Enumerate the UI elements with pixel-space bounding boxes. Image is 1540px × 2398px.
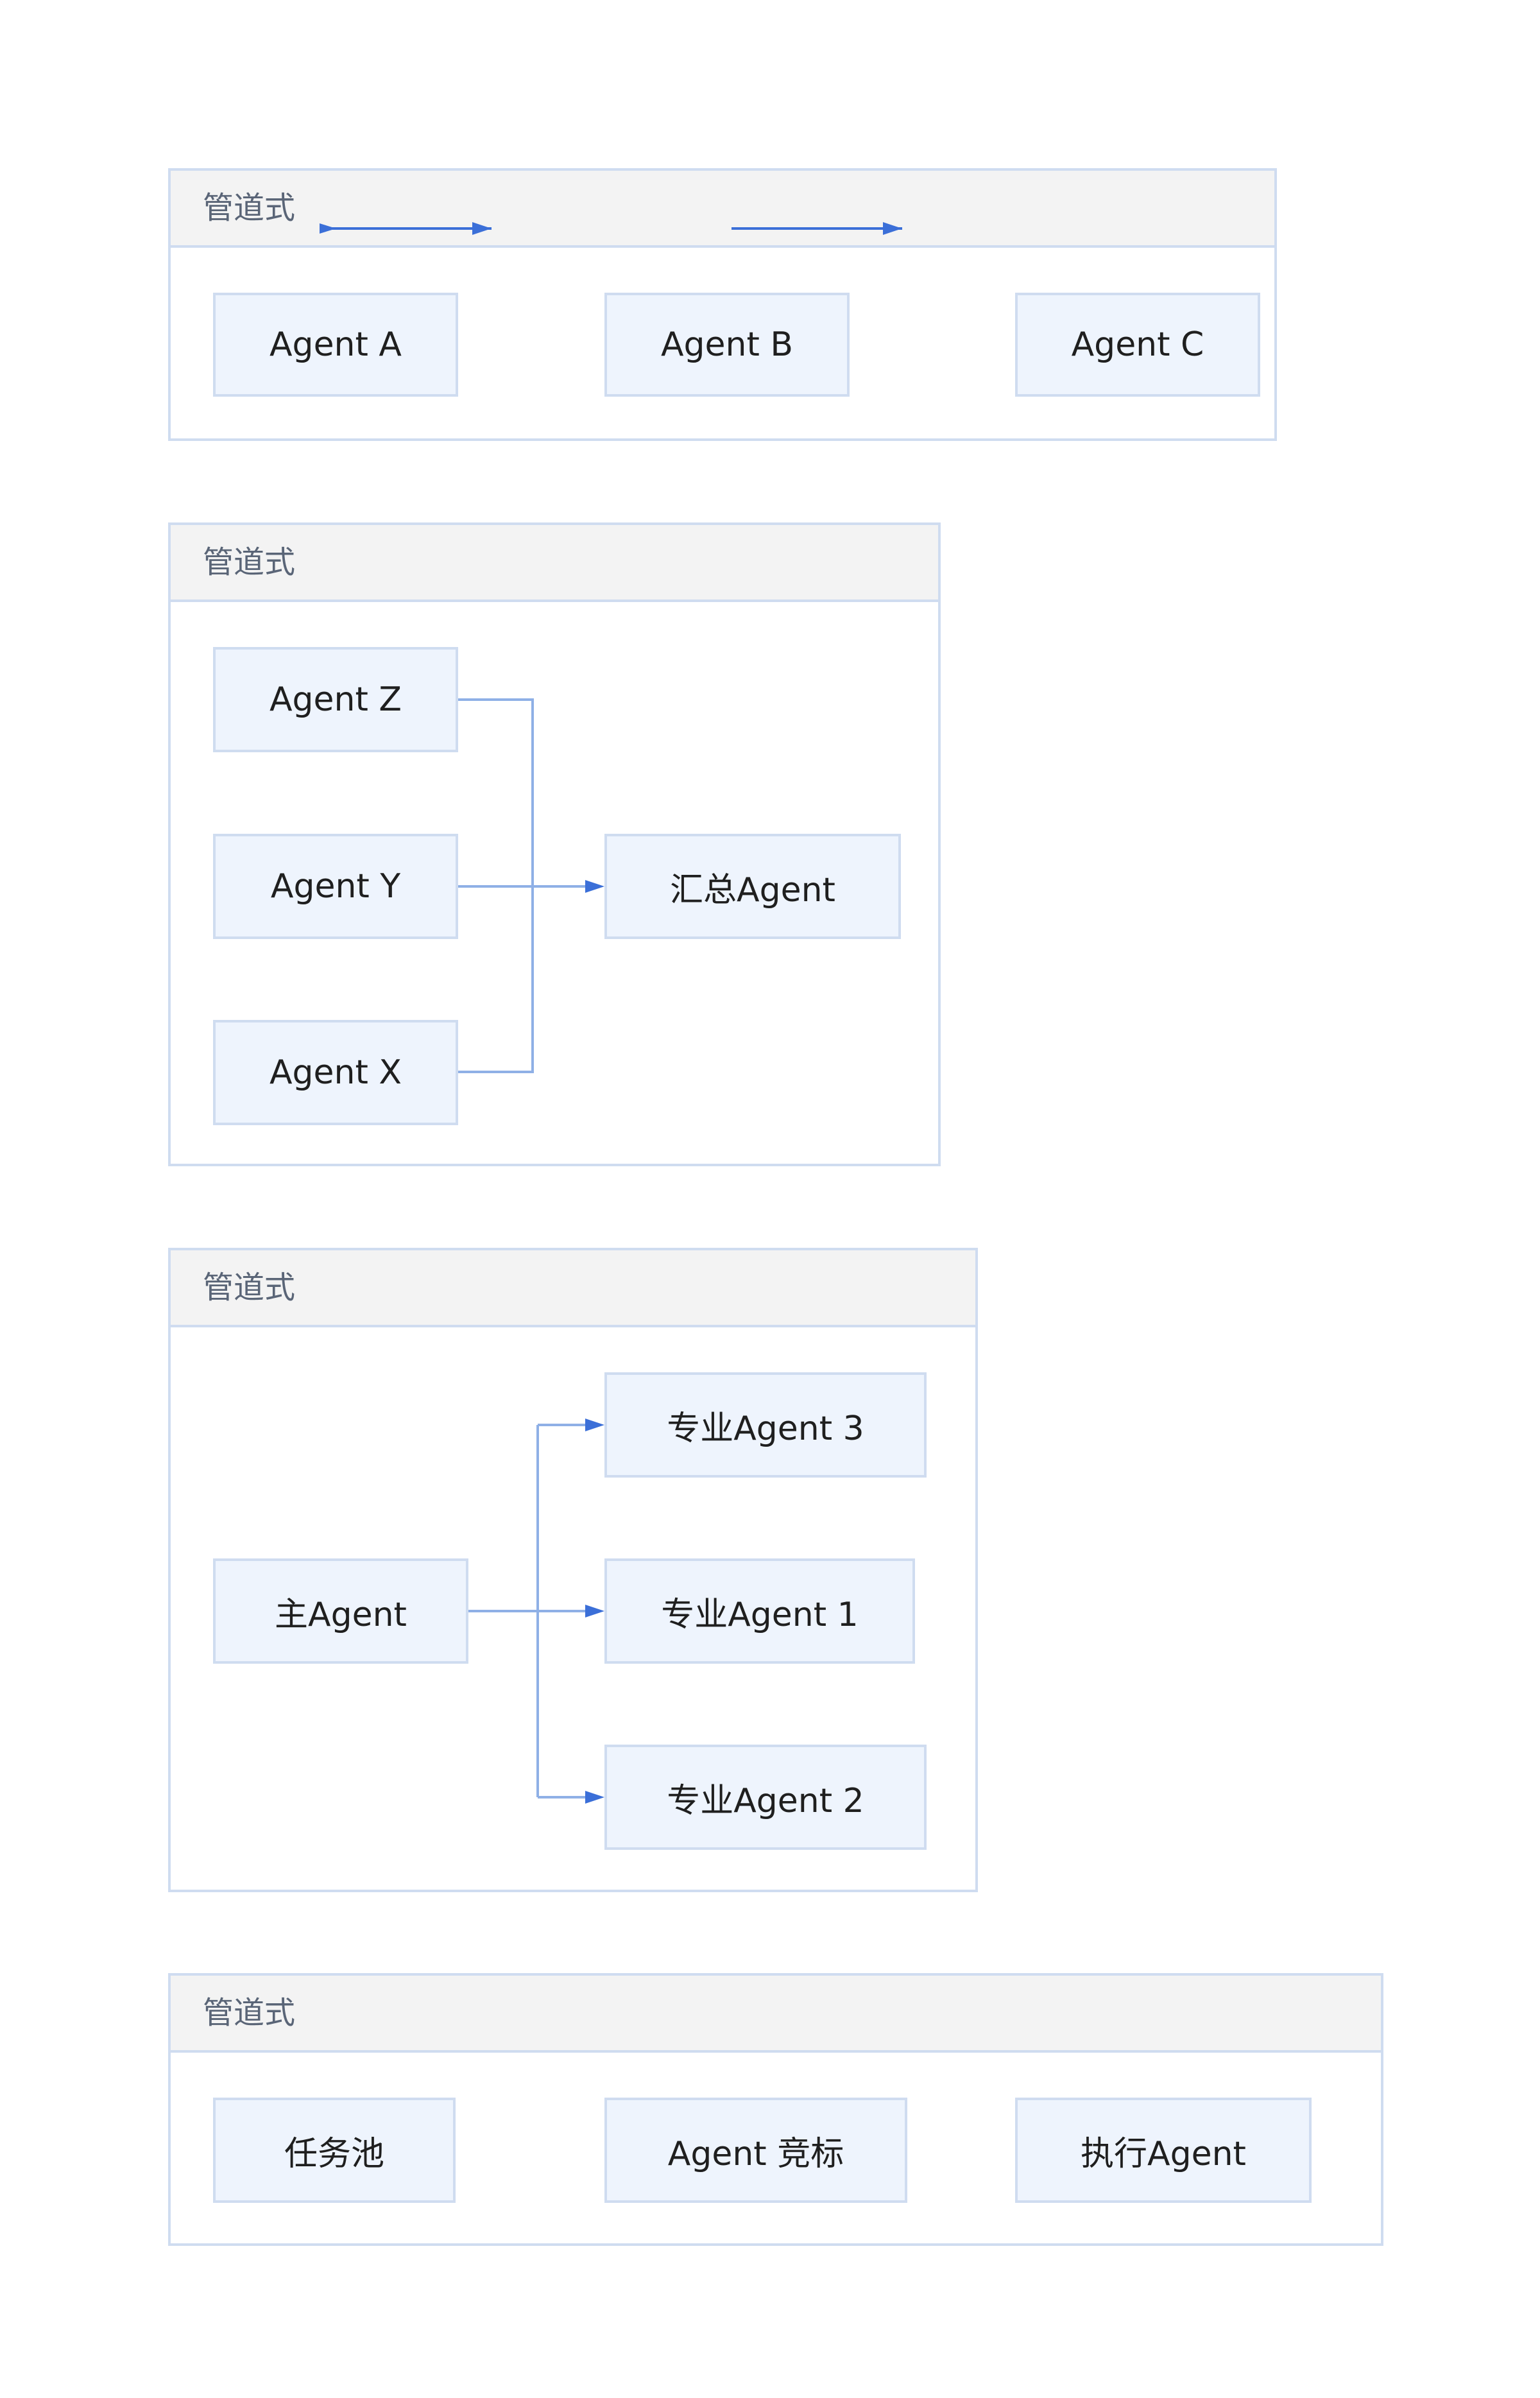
arrowhead <box>472 222 492 235</box>
node-agent-bidding[interactable]: Agent 竞标 <box>604 2098 907 2203</box>
node-agent-z[interactable]: Agent Z <box>213 647 458 752</box>
arrowhead <box>883 222 902 235</box>
arrow-tail-marker <box>320 223 336 234</box>
panel-header: 管道式 <box>171 171 1274 248</box>
node-specialist-agent-1[interactable]: 专业Agent 1 <box>604 1558 915 1664</box>
arrowhead <box>585 880 604 893</box>
edge-z-to-merge <box>458 698 534 886</box>
panel-header: 管道式 <box>171 1976 1381 2053</box>
node-agent-b[interactable]: Agent B <box>604 293 850 397</box>
panel-title: 管道式 <box>203 1270 296 1306</box>
arrowhead <box>585 1419 604 1431</box>
edge-x-to-merge <box>458 886 534 1073</box>
panel-title: 管道式 <box>203 544 296 580</box>
panel-title: 管道式 <box>203 1995 296 2031</box>
pipeline-panel-2: 管道式 Agent Z Agent Y Agent X 汇总Agent <box>168 522 941 1166</box>
panel-header: 管道式 <box>171 1250 975 1327</box>
node-execution-agent[interactable]: 执行Agent <box>1015 2098 1312 2203</box>
arrowhead <box>585 1791 604 1804</box>
node-specialist-agent-3[interactable]: 专业Agent 3 <box>604 1372 927 1478</box>
pipeline-panel-4: 管道式 任务池 Agent 竞标 执行Agent <box>168 1973 1383 2246</box>
node-agent-x[interactable]: Agent X <box>213 1020 458 1125</box>
pipeline-panel-1: 管道式 Agent A Agent B Agent C <box>168 168 1277 441</box>
pipeline-3-connectors <box>467 1419 604 1804</box>
node-agent-y[interactable]: Agent Y <box>213 834 458 939</box>
node-agent-c[interactable]: Agent C <box>1015 293 1260 397</box>
panel-header: 管道式 <box>171 525 938 602</box>
pipeline-panel-3: 管道式 主Agent 专业Agent 3 专业Agent 1 专业Agent 2 <box>168 1248 978 1892</box>
pipeline-2-connectors <box>458 698 604 1073</box>
node-main-agent[interactable]: 主Agent <box>213 1558 468 1664</box>
node-summary-agent[interactable]: 汇总Agent <box>604 834 901 939</box>
panel-title: 管道式 <box>203 190 296 226</box>
node-agent-a[interactable]: Agent A <box>213 293 458 397</box>
pipeline-1-arrows <box>320 222 902 235</box>
node-specialist-agent-2[interactable]: 专业Agent 2 <box>604 1745 927 1850</box>
node-task-pool[interactable]: 任务池 <box>213 2098 456 2203</box>
arrowhead <box>585 1605 604 1617</box>
